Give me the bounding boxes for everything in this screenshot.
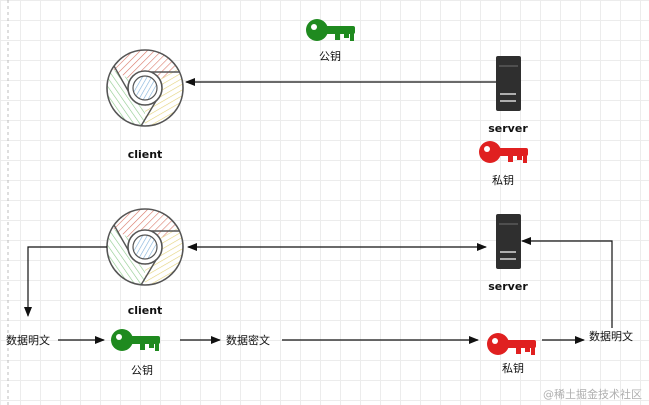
bottom-client-chrome-icon	[106, 208, 184, 286]
bottom-public-key-label: 公钥	[131, 363, 153, 377]
bottom-plaintext-right-label: 数据明文	[589, 329, 633, 343]
client-to-plaintext-arrow	[24, 246, 107, 317]
top-client-label: client	[128, 148, 163, 161]
bottom-server-label: server	[488, 280, 528, 293]
bottom-plaintext-left-label: 数据明文	[6, 333, 50, 347]
top-server-label: server	[488, 122, 528, 135]
top-private-key-icon	[479, 141, 528, 163]
bottom-public-key-icon	[111, 329, 160, 351]
bottom-server-icon	[495, 213, 522, 270]
watermark-text: @稀土掘金技术社区	[543, 387, 642, 401]
bottom-private-key-label: 私钥	[502, 361, 524, 375]
top-server-icon	[495, 55, 522, 112]
bottom-client-label: client	[128, 304, 163, 317]
top-public-key-icon	[306, 19, 355, 41]
top-client-chrome-icon	[106, 49, 184, 127]
top-private-key-label: 私钥	[492, 173, 514, 187]
bottom-ciphertext-label: 数据密文	[226, 333, 270, 347]
plaintext-to-server-arrow	[521, 237, 613, 328]
bottom-private-key-icon	[487, 333, 536, 355]
top-public-key-label: 公钥	[319, 49, 341, 63]
